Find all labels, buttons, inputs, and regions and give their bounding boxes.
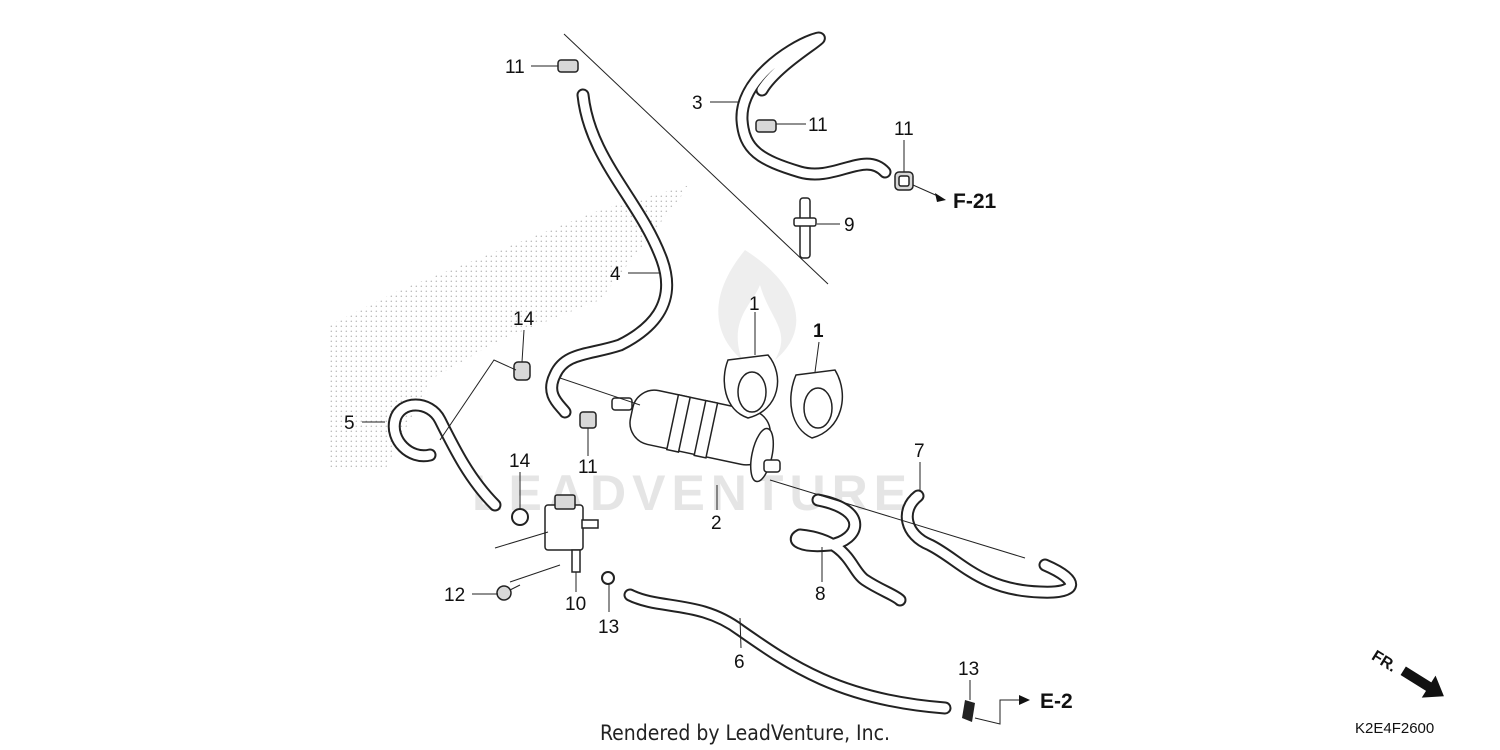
callout-11-top: 11 bbox=[505, 57, 525, 78]
clip-13-lower bbox=[601, 571, 615, 585]
hose-5 bbox=[387, 398, 502, 512]
hose-7 bbox=[900, 489, 1078, 599]
callout-4: 4 bbox=[610, 264, 621, 285]
callout-10: 10 bbox=[565, 594, 586, 615]
callout-12: 12 bbox=[444, 585, 465, 606]
band-1-right bbox=[790, 369, 844, 439]
clamp-11-hose3 bbox=[755, 119, 777, 133]
e2-arrowhead bbox=[1019, 695, 1030, 705]
connector-9 bbox=[793, 197, 817, 259]
band-1-left bbox=[723, 354, 779, 419]
callout-7: 7 bbox=[914, 441, 925, 462]
callout-1-left: 1 bbox=[749, 294, 760, 315]
callout-1-right: 1 bbox=[813, 321, 824, 342]
bolt-12 bbox=[496, 584, 521, 601]
callout-8: 8 bbox=[815, 584, 826, 605]
footer-credit: Rendered by LeadVenture, Inc. bbox=[600, 721, 890, 745]
hose-8 bbox=[789, 493, 907, 607]
front-direction-arrow: FR. bbox=[1369, 648, 1444, 698]
clamp-11-right bbox=[894, 171, 914, 191]
callout-11-right: 11 bbox=[894, 119, 914, 140]
callout-13-lower: 13 bbox=[598, 617, 619, 638]
clip-13-hose6 bbox=[962, 700, 975, 722]
callout-6: 6 bbox=[734, 652, 745, 673]
f21-arrowhead bbox=[935, 193, 946, 202]
fr-label: FR. bbox=[1369, 648, 1400, 676]
clip-14-lower bbox=[511, 508, 529, 526]
hose-3 bbox=[735, 31, 892, 181]
frame-shading bbox=[330, 185, 690, 470]
watermark: LEADVENTURE bbox=[472, 250, 907, 521]
callout-11-middle: 11 bbox=[578, 457, 598, 478]
callout-9: 9 bbox=[844, 215, 855, 236]
clamp-14-upper bbox=[513, 361, 531, 381]
hose-4 bbox=[545, 88, 674, 419]
clamp-11-top bbox=[557, 59, 579, 73]
valve-10 bbox=[544, 494, 599, 573]
ref-e2: E-2 bbox=[1040, 690, 1073, 713]
callout-13-hose6: 13 bbox=[958, 659, 979, 680]
ref-f21: F-21 bbox=[953, 190, 997, 213]
callout-14-upper: 14 bbox=[513, 309, 535, 330]
assembly-leader-line bbox=[563, 33, 829, 285]
callout-14-lower: 14 bbox=[509, 451, 531, 472]
hose-6 bbox=[623, 588, 952, 715]
diagram-code: K2E4F2600 bbox=[1355, 720, 1434, 737]
callout-11-hose3: 11 bbox=[808, 115, 828, 136]
callout-2: 2 bbox=[711, 513, 722, 534]
clamp-11-middle bbox=[579, 411, 597, 429]
callout-5: 5 bbox=[344, 413, 355, 434]
leader-lines bbox=[362, 65, 1026, 725]
callout-3: 3 bbox=[692, 93, 703, 114]
